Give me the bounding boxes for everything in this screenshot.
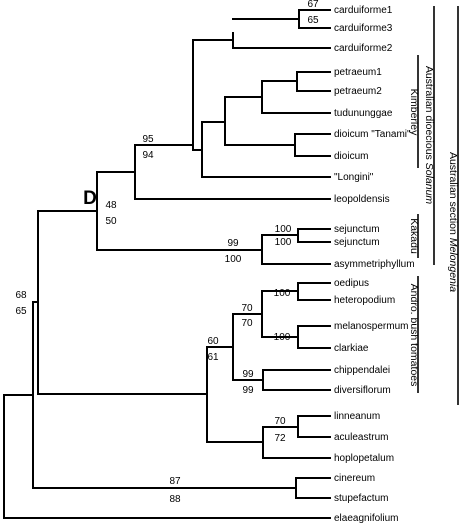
taxon-label: dioicum "Tanami" xyxy=(334,129,411,140)
taxon-label: heteropodium xyxy=(334,295,395,306)
support-below: 99 xyxy=(242,385,254,396)
taxon-label: petraeum2 xyxy=(334,86,382,97)
branch-dioicum-plus xyxy=(224,96,296,146)
support-below: 70 xyxy=(241,318,253,329)
taxon-label: cinereum xyxy=(334,473,375,484)
group-brackets: Kimberley Kakadu Andro. bush tomatoes Au… xyxy=(408,6,459,405)
support-below: 94 xyxy=(142,150,154,161)
support-above: 67 xyxy=(307,0,319,10)
taxon-label: elaeagnifolium xyxy=(334,513,399,524)
section-label-text: Australian section xyxy=(447,152,459,238)
andro-label: Andro. bush tomatoes xyxy=(408,284,420,387)
taxon-label: carduiforme2 xyxy=(334,43,393,54)
dioecious-label-italic: Solanum xyxy=(423,163,435,205)
branch-chippendalei xyxy=(262,369,331,391)
support-below: 100 xyxy=(275,237,292,248)
taxon-label: oedipus xyxy=(334,278,369,289)
branch-petraeum xyxy=(296,71,331,92)
support-above: 60 xyxy=(207,336,219,347)
support-above: 99 xyxy=(242,369,254,380)
support-below: 61 xyxy=(207,352,219,363)
branch-kakadu xyxy=(261,234,331,265)
branch-sejunctum xyxy=(297,228,331,243)
support-below: 65 xyxy=(15,306,27,317)
support-below: 72 xyxy=(274,433,286,444)
kimberley-label: Kimberley xyxy=(408,89,420,136)
taxon-labels: carduiforme1 carduiforme3 carduiforme2 p… xyxy=(334,5,415,524)
kakadu-label: Kakadu xyxy=(408,218,420,254)
dioecious-label-text: Australian dioecious xyxy=(423,66,435,163)
support-above: 87 xyxy=(169,476,181,487)
support-below: 65 xyxy=(307,15,319,26)
taxon-label: diversiflorum xyxy=(334,385,391,396)
taxon-label: carduiforme3 xyxy=(334,23,393,34)
support-above: 48 xyxy=(105,200,117,211)
branch-section-melongena xyxy=(37,210,208,395)
taxon-label: tudununggae xyxy=(334,108,393,119)
taxon-label: petraeum1 xyxy=(334,67,382,78)
section-label: Australian section Melongenia xyxy=(447,152,459,292)
branch-carduiforme-join xyxy=(192,39,234,151)
taxon-label: leopoldensis xyxy=(334,194,390,205)
support-above: 68 xyxy=(15,290,27,301)
support-above: 95 xyxy=(142,134,154,145)
branch-cinereum xyxy=(295,477,331,499)
taxon-label: carduiforme1 xyxy=(334,5,393,16)
taxon-label: hoplopetalum xyxy=(334,453,394,464)
taxon-label: asymmetriphyllum xyxy=(334,259,415,270)
taxon-label: stupefactum xyxy=(334,493,388,504)
taxon-label: dioicum xyxy=(334,151,368,162)
support-below: 88 xyxy=(169,494,181,505)
branch-hoplopetalum xyxy=(262,426,331,459)
taxon-label: aculeastrum xyxy=(334,432,388,443)
taxon-label: sejunctum xyxy=(334,237,380,248)
support-below: 100 xyxy=(225,254,242,265)
support-below: 50 xyxy=(105,216,117,227)
taxon-label: linneanum xyxy=(334,411,380,422)
branch-root xyxy=(3,394,331,519)
support-above: 100 xyxy=(275,224,292,235)
support-above: 100 xyxy=(274,288,291,299)
branch-oedipus-heteropodium xyxy=(297,282,331,301)
branch-melanospermum-clarkiae xyxy=(297,325,331,349)
support-above: 99 xyxy=(227,238,239,249)
branch-longini xyxy=(201,121,331,178)
branch-linneanum xyxy=(297,415,331,438)
taxon-label: clarkiae xyxy=(334,343,369,354)
taxon-label: chippendalei xyxy=(334,365,390,376)
taxon-label: "Longini" xyxy=(334,172,374,183)
taxon-label: sejunctum xyxy=(334,224,380,235)
branch-kimberley xyxy=(134,144,331,200)
node-marker-d: D xyxy=(83,188,97,209)
support-above: 70 xyxy=(241,303,253,314)
section-label-italic: Melongenia xyxy=(447,238,459,292)
taxon-label: melanospermum xyxy=(334,321,408,332)
support-values: 67 65 95 94 48 50 99 100 100 100 68 65 6… xyxy=(15,0,319,505)
tree-branches xyxy=(3,9,331,519)
support-above: 70 xyxy=(274,416,286,427)
support-above: 100 xyxy=(274,332,291,343)
branch-dioicum xyxy=(294,133,331,157)
dioecious-label: Australian dioecious Solanum xyxy=(423,66,435,205)
